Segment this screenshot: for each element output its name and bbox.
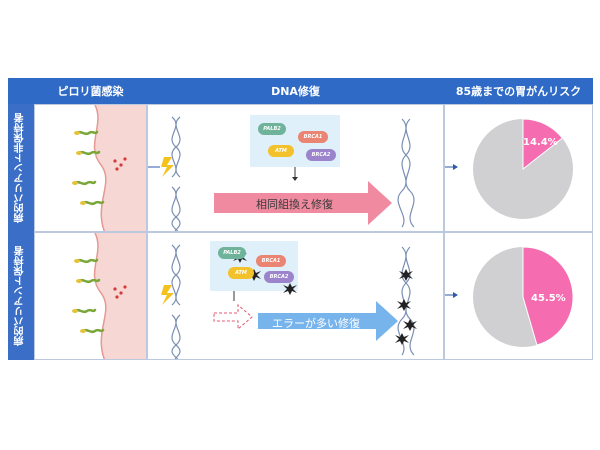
dna-helix-left <box>171 116 181 231</box>
stomach-bacteria-illustration <box>35 105 146 231</box>
repair-arrow <box>214 181 392 225</box>
protein-brca2: BRCA2 <box>306 149 336 161</box>
row2-risk-arrow <box>445 292 458 298</box>
protein-palb2: PALB2 <box>258 123 286 135</box>
lightning-icon-2 <box>161 285 174 305</box>
row1-repair-illustration <box>148 115 415 231</box>
diagram-frame: ピロリ菌感染 DNA修復 85歳までの胃がんリスク 病的バリアント非保持者 病的… <box>8 78 593 360</box>
row2-risk-pie <box>473 246 574 347</box>
row2-dna-repair-cell: PALB2 BRCA1 ATM BRCA2 エラーが多い修復 <box>147 232 444 360</box>
dna-helix-right <box>397 118 415 228</box>
error-repair-arrow <box>258 301 398 341</box>
pie-slice-risk <box>522 246 574 346</box>
pie-slice-risk <box>522 118 564 171</box>
row2-repair-illustration <box>161 241 417 359</box>
corner-header <box>8 78 35 104</box>
row2-infection-cell <box>34 232 147 360</box>
row2-side-label: 病的バリアント保持者 <box>8 232 34 360</box>
header-infection: ピロリ菌感染 <box>34 78 148 104</box>
row1-risk-arrow <box>445 164 458 170</box>
protein-atm-2: ATM <box>228 267 254 279</box>
header-risk: 85歳までの胃がんリスク <box>444 78 593 104</box>
bacteria <box>73 130 105 206</box>
row1-risk-label: 14.4% <box>523 137 558 148</box>
protein-palb2-2: PALB2 <box>218 247 246 259</box>
row1-repair-label: 相同組換え修復 <box>256 198 333 211</box>
row1-risk-cell: 14.4% <box>444 104 593 232</box>
row1-side-label: 病的バリアント非保持者 <box>8 104 34 233</box>
protein-brca1-2: BRCA1 <box>256 255 286 267</box>
row1-infection-cell <box>34 104 147 232</box>
row2-risk-label: 45.5% <box>531 293 566 304</box>
row1-risk-pie <box>473 118 573 219</box>
lightning-icon <box>161 157 174 177</box>
dashed-arrow <box>213 303 253 331</box>
protein-atm: ATM <box>268 145 294 157</box>
header-dna-repair: DNA修復 <box>147 78 445 104</box>
protein-brca2-2: BRCA2 <box>264 271 294 283</box>
stomach-bacteria-illustration-2 <box>72 233 146 359</box>
protein-brca1: BRCA1 <box>298 131 328 143</box>
row1-dna-repair-cell: PALB2 BRCA1 ATM BRCA2 相同組換え修復 <box>147 104 444 232</box>
row2-repair-label: エラーが多い修復 <box>272 317 360 330</box>
row2-risk-cell: 45.5% <box>444 232 593 360</box>
